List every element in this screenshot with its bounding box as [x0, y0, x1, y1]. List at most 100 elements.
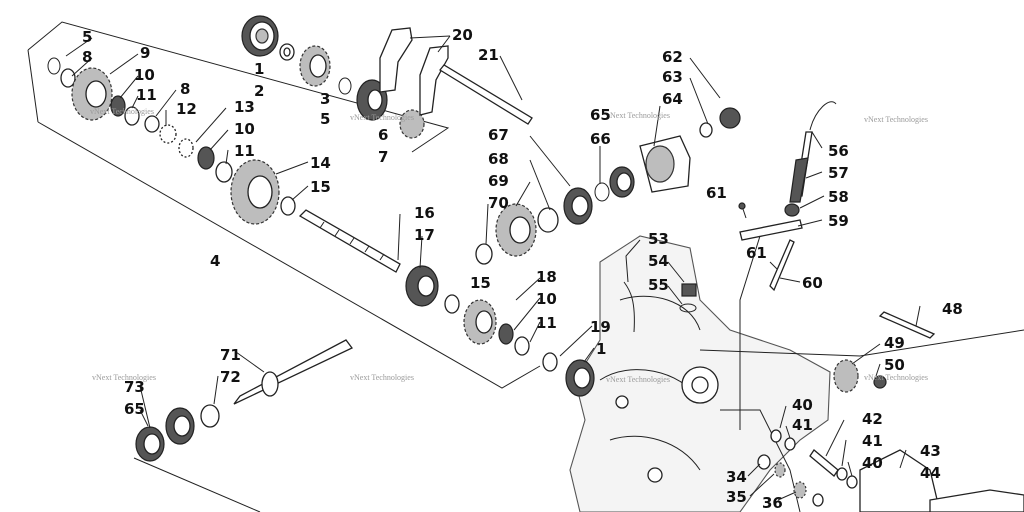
callout-21: 21 [478, 46, 499, 64]
callout-40: 40 [862, 454, 883, 472]
callout-2: 2 [254, 82, 264, 100]
callout-17: 17 [414, 226, 435, 244]
washer-41a [784, 437, 796, 451]
callout-4: 4 [210, 252, 220, 270]
washer-8 [60, 68, 76, 88]
callout-15: 15 [310, 178, 331, 196]
washer-72 [200, 404, 220, 428]
callout-69: 69 [488, 172, 509, 190]
leader-lines [65, 35, 921, 501]
spring-35 [774, 462, 786, 478]
callout-60: 60 [802, 274, 823, 292]
mainshaft-16 [298, 209, 401, 273]
watermark-7: vNext Technologies [606, 375, 670, 384]
nut-50 [873, 375, 887, 389]
washer-15 [280, 196, 296, 216]
bearing-10 [110, 95, 126, 117]
watermark-6: vNext Technologies [350, 373, 414, 382]
callout-15: 15 [470, 274, 491, 292]
callout-55: 55 [648, 276, 669, 294]
callout-7: 7 [378, 148, 388, 166]
bearing-1 [241, 15, 279, 57]
callout-10: 10 [234, 120, 255, 138]
callout-48: 48 [942, 300, 963, 318]
seal-65 [609, 166, 635, 198]
callout-16: 16 [414, 204, 435, 222]
callout-68: 68 [488, 150, 509, 168]
callout-1: 1 [596, 340, 606, 358]
callout-8: 8 [82, 48, 92, 66]
watermark-2: vNext Technologies [350, 113, 414, 122]
callout-62: 62 [662, 48, 683, 66]
subassembly-frame [27, 21, 541, 512]
callout-64: 64 [662, 90, 683, 108]
callout-58: 58 [828, 188, 849, 206]
callout-35: 35 [726, 488, 747, 506]
plug-62 [719, 107, 741, 129]
seal-65b [135, 426, 165, 462]
callout-20: 20 [452, 26, 473, 44]
callout-44: 44 [920, 464, 941, 482]
snapring-66 [594, 182, 610, 202]
bearing-73 [165, 407, 195, 445]
washer-70 [475, 243, 493, 265]
callout-67: 67 [488, 126, 509, 144]
shift-arm-59 [739, 219, 803, 241]
oring-55 [679, 303, 697, 313]
washer-41b [836, 467, 848, 481]
gear-14 [230, 159, 280, 225]
watermarks: vNext Technologies vNext Technologies vN… [90, 107, 928, 384]
pin-60 [769, 239, 795, 292]
housing-outline-right [699, 329, 1024, 512]
clip-34 [757, 454, 771, 470]
callout-40: 40 [792, 396, 813, 414]
watermark-8: vNext Technologies [864, 373, 928, 382]
output-shaft-71 [233, 339, 353, 405]
callout-41: 41 [792, 416, 813, 434]
callout-43: 43 [920, 442, 941, 460]
bevel-gear-69 [495, 203, 537, 257]
gear-9 [71, 67, 113, 121]
lockwasher-12 [159, 124, 177, 144]
callout-14: 14 [310, 154, 331, 172]
callout-11: 11 [136, 86, 157, 104]
callout-11: 11 [234, 142, 255, 160]
washer-40a [770, 429, 782, 443]
shaft-42 [809, 449, 839, 477]
watermark-5: vNext Technologies [92, 373, 156, 382]
callout-9: 9 [140, 44, 150, 62]
bearing-10c [498, 323, 514, 345]
callout-10: 10 [134, 66, 155, 84]
callout-34: 34 [726, 468, 747, 486]
callout-54: 54 [648, 252, 669, 270]
callout-53: 53 [648, 230, 669, 248]
callout-72: 72 [220, 368, 241, 386]
watermark-3: vNext Technologies [606, 111, 670, 120]
washer-37 [812, 493, 824, 507]
callout-66: 66 [590, 130, 611, 148]
bushing-11b [215, 161, 233, 183]
callout-61: 61 [706, 184, 727, 202]
callout-73: 73 [124, 378, 145, 396]
clip-5 [338, 77, 352, 95]
gear-49 [833, 359, 859, 393]
washer-15b [444, 294, 460, 314]
callout-10: 10 [536, 290, 557, 308]
callout-70: 70 [488, 194, 509, 212]
spring-36 [793, 481, 807, 499]
screw-61a [738, 202, 747, 219]
bearing-10b [197, 146, 215, 170]
callout-3: 3 [320, 90, 330, 108]
transmission-housing [569, 235, 831, 512]
callout-50: 50 [884, 356, 905, 374]
shift-forks-20 [379, 27, 449, 116]
callout-57: 57 [828, 164, 849, 182]
pin-48 [878, 311, 936, 339]
boot-57 [789, 157, 809, 203]
callout-59: 59 [828, 212, 849, 230]
spacer-68 [537, 207, 559, 233]
callout-5: 5 [320, 110, 330, 128]
callout-8: 8 [180, 80, 190, 98]
callout-labels: 5 8 9 10 11 8 12 13 10 11 14 15 1 2 3 5 … [82, 26, 963, 512]
